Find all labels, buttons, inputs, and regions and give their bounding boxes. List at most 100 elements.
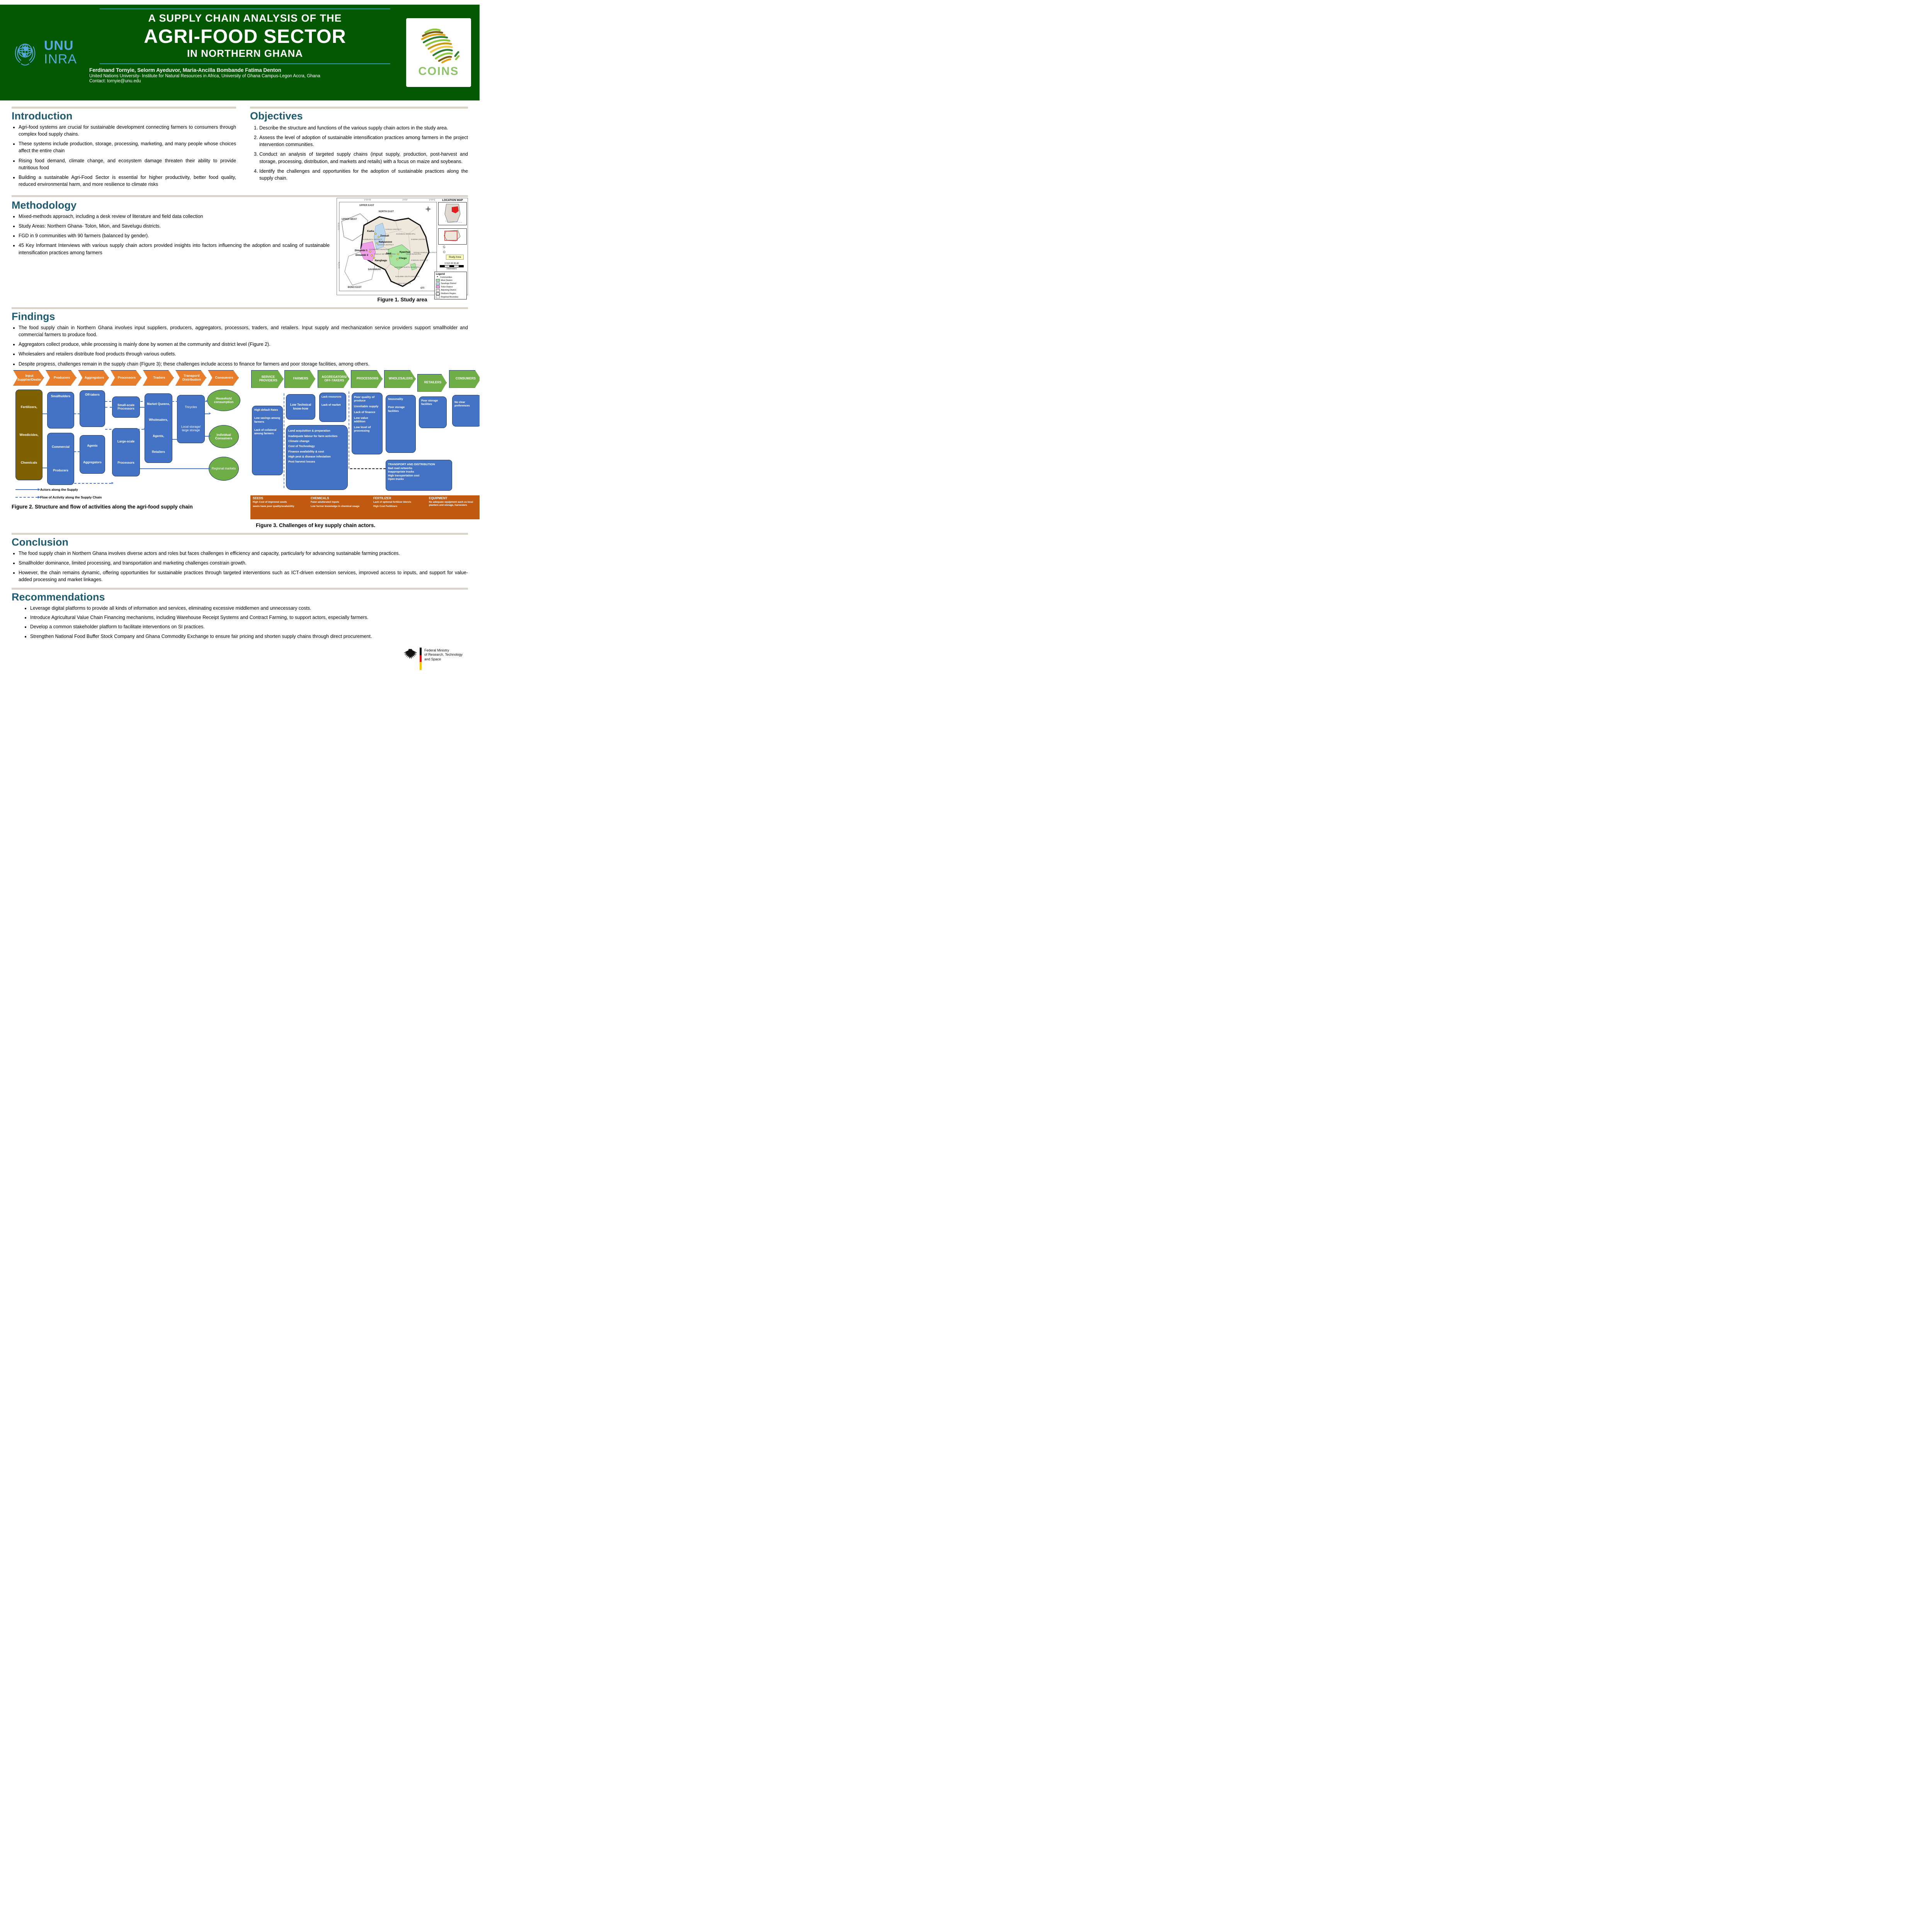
bullet-item: FGD in 9 communities with 90 farmers (ba…: [19, 232, 330, 239]
flow-connector: [74, 449, 82, 454]
german-flag-bar-icon: [420, 647, 422, 670]
legend-title: Legend: [436, 273, 445, 276]
scale-units: Kilometers: [447, 268, 457, 270]
bullet-item: Building a sustainable Agri-Food Sector …: [19, 174, 236, 188]
map-region-label: SAVANNAH: [368, 269, 381, 271]
household-consumption-oval: Household consumption: [207, 389, 240, 411]
bullet-item: Develop a common stakeholder platform to…: [30, 623, 468, 630]
section-rule: [12, 107, 236, 109]
input-challenges-strip: SEEDS High Cost of improved seeds seeds …: [250, 495, 480, 519]
figure1-study-area: UPPER EAST UPPER WEST NORTH EAST SAVANNA…: [337, 198, 468, 303]
transport-distribution-box: TRANSPORT AND DISTRIBUTION Bad road netw…: [386, 459, 452, 491]
figure2-supply-chain-diagram: Input Supplier/Dealer Producers Aggregat…: [12, 370, 242, 528]
federal-ministry-logo: Federal Ministry of Research, Technology…: [401, 647, 463, 670]
unu-text: UNU: [44, 38, 74, 53]
map-community-label: Dimambi 2: [356, 254, 368, 257]
individual-consumers-oval: Individual Consumers: [209, 425, 239, 448]
tolon-swatch-icon: [436, 286, 440, 289]
stage-chevron: Consumers: [208, 370, 239, 386]
section-rule: [250, 107, 468, 109]
introduction-title: Introduction: [12, 110, 73, 122]
flow-connector: [105, 426, 146, 431]
legend-item: Northern Region: [436, 292, 465, 295]
farmers-challenges-box: Land acquisition & preparation Inadequat…: [286, 425, 348, 490]
figure1-caption: Figure 1. Study area: [377, 297, 427, 303]
bullet-item: Study Areas: Northern Ghana- Tolon, Mion…: [19, 223, 330, 230]
map-tick: 9°0'0"N: [338, 262, 341, 269]
actor-chevron: CONSUMERS: [449, 370, 480, 388]
stage-chevron: Transport/ Distribution: [175, 370, 206, 386]
authors: Ferdinand Tornyie, Selorm Ayeduvor, Mari…: [89, 67, 281, 73]
scalebar-graphic: [440, 265, 464, 267]
numbered-item: Describe the structure and functions of …: [259, 124, 468, 131]
contact-email: Contact: tornyie@unu.edu: [89, 79, 141, 83]
inputs-box: Fertilizers, Weedicides, Chemicals: [15, 389, 43, 480]
recommendations-title: Recommendations: [12, 591, 105, 603]
section-methodology: Methodology Mixed-methods approach, incl…: [12, 198, 468, 303]
map-community-label: Kadia: [367, 230, 374, 233]
transport-link-line: [350, 468, 386, 469]
bullet-item: These systems include production, storag…: [19, 140, 236, 154]
equipment-cell: EQUIPMENT No adequate equipment such as …: [429, 496, 473, 507]
map-scalebar: 0 510 20 30 40 Kilometers: [438, 262, 465, 270]
map-legend: Legend ✦Communities Mion District Savelu…: [434, 272, 467, 300]
processors-challenges-box: Poor quality of produce Unreliable suppl…: [352, 392, 383, 454]
research-poster: UNU INRA A SUPPLY CHAIN ANALYSIS OF THE …: [0, 0, 480, 678]
unu-inra-logo: UNU INRA: [0, 5, 87, 100]
map-district-label: KPANDAI DISTRICT: [394, 282, 411, 284]
map-shapes: [339, 202, 437, 291]
affiliation: United Nations University- Institute for…: [89, 74, 320, 78]
bullet-item: However, the chain remains dynamic, offe…: [19, 569, 468, 583]
flow-connector: [43, 411, 49, 416]
flow-connector: [205, 411, 211, 416]
regional-boundary-swatch-icon: [436, 296, 440, 299]
map-district-label: KUMBUNGU DISTRICT: [363, 238, 382, 240]
bullet-item: Despite progress, challenges remain in t…: [19, 361, 468, 367]
conclusion-title: Conclusion: [12, 536, 68, 548]
compass-icon: [425, 206, 431, 212]
flow-connector: [74, 411, 82, 416]
aggregators-challenges-box: Lack resources Lack of market: [319, 392, 346, 422]
title-block: A SUPPLY CHAIN ANALYSIS OF THE AGRI-FOOD…: [87, 5, 403, 100]
farmers-knowhow-box: Low Technical know-how: [286, 394, 315, 420]
solid-arrow-icon: [15, 486, 40, 492]
study-area-inset: [438, 228, 467, 245]
legend-item: Regional Boundary: [436, 296, 465, 299]
communities-marker-icon: ✦: [436, 276, 439, 279]
map-tick: 1°0'0"E: [429, 199, 436, 201]
ministry-name: Federal Ministry of Research, Technology…: [424, 648, 463, 661]
bullet-item: Smallholder dominance, limited processin…: [19, 560, 468, 566]
header-rule-bottom: [99, 63, 391, 64]
map-tick: 1°0'0"W: [364, 199, 371, 201]
wholesalers-challenges-box: Seasonality Poor storage facilities: [386, 395, 416, 453]
coins-logo: COINS: [406, 18, 471, 87]
flow-connector: [105, 398, 208, 403]
bullet-item: Strengthen National Food Buffer Stock Co…: [30, 633, 468, 640]
figure2-legend-solid: Actors along the Supply: [15, 486, 78, 492]
actor-chevron: WHOLESALERS: [384, 370, 416, 388]
bullet-item: Introduce Agricultural Value Chain Finan…: [30, 614, 468, 621]
dashed-arrow-icon: [15, 494, 40, 500]
poster-header: UNU INRA A SUPPLY CHAIN ANALYSIS OF THE …: [0, 5, 480, 100]
bullet-item: Wholesalers and retailers distribute foo…: [19, 350, 468, 357]
actor-chevron: SERVICE PROVIDERS: [251, 370, 284, 388]
map-tick: 10°0'0"N: [338, 223, 340, 230]
map-community-label: Kpachaa: [400, 251, 410, 253]
figure3-challenges-diagram: SERVICE PROVIDERS FARMERS AGGREGATORS/ O…: [250, 370, 480, 528]
map-district-label: TAMALE METROPOLITAN: [374, 253, 396, 255]
flow-connector: [172, 436, 179, 441]
savelugu-swatch-icon: [436, 282, 440, 285]
map-district-label: ZABZUGU DISTRICT: [411, 259, 429, 261]
traders-box: Market Queens,Wholesalers, Agents,Retail…: [145, 393, 172, 463]
map-district-label: TATALE-SANGULI DISTRICT: [413, 252, 437, 253]
off-takers-box: Off-takers: [80, 390, 105, 427]
section-recommendations: Recommendations Leverage digital platfor…: [12, 591, 468, 640]
map-community-label: Zoosali: [380, 235, 389, 237]
ghana-inset-map: [438, 202, 467, 225]
stage-chevron: Input Supplier/Dealer: [13, 370, 44, 386]
federal-eagle-icon: [403, 649, 417, 659]
stage-chevron: Producers: [46, 370, 77, 386]
figure2-legend-dashed: Flow of Activity along the Supply Chain: [15, 494, 102, 500]
map-district-label: NANTON DISTRICT: [378, 244, 394, 246]
